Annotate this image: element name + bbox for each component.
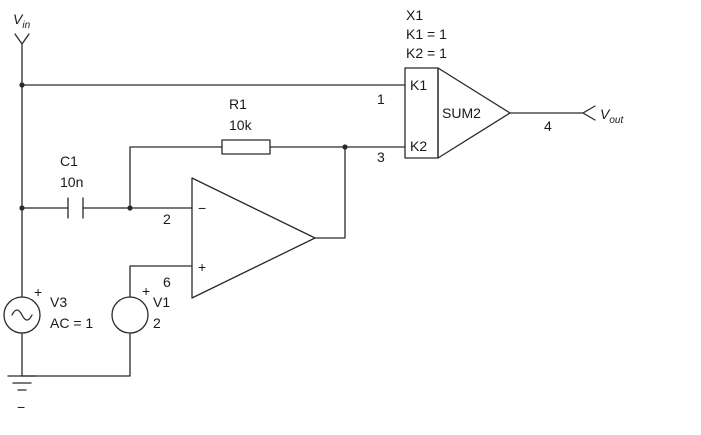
sine-wave-icon [11, 309, 33, 321]
vout-port: Vout [582, 105, 624, 126]
opamp-triangle [191, 177, 316, 299]
vout-port-icon [582, 105, 596, 121]
junction-dot [19, 82, 25, 88]
v1-value: 2 [153, 315, 161, 331]
capacitor-c1: C1 10n [60, 153, 84, 219]
capacitor-value: 10n [60, 174, 83, 190]
ac-source-icon [3, 296, 41, 334]
junctions [19, 82, 348, 211]
node-labels: 1 2 3 4 6 [163, 91, 552, 290]
wire-node6-to-v1 [129, 265, 193, 298]
resistor-ref: R1 [229, 96, 247, 112]
wires [21, 43, 584, 377]
summer-triangle [437, 67, 511, 159]
summer-pin-k1: K1 [410, 77, 427, 93]
junction-dot [127, 205, 133, 211]
summer-param-k2: K2 = 1 [406, 45, 447, 61]
resistor-r1: R1 10k [221, 96, 271, 155]
v1-ref: V1 [153, 294, 170, 310]
wire-v1-to-ground [21, 332, 131, 377]
v3-value: AC = 1 [50, 315, 93, 331]
vin-port-icon [14, 33, 30, 45]
source-v3: + V3 AC = 1 [3, 284, 93, 334]
summer-param-k1: K1 = 1 [406, 26, 447, 42]
node-2-label: 2 [163, 211, 171, 227]
source-v1: + V1 2 [111, 283, 170, 334]
dc-source-icon [111, 296, 149, 334]
node-6-label: 6 [163, 274, 171, 290]
node-1-label: 1 [377, 91, 385, 107]
v3-ref: V3 [50, 294, 67, 310]
junction-dot [19, 205, 25, 211]
opamp: − + [191, 177, 316, 299]
wire-opamp-out-node3 [314, 146, 346, 239]
capacitor-ref: C1 [60, 153, 78, 169]
node-4-label: 4 [544, 118, 552, 134]
opamp-inverting-sign: − [198, 200, 206, 216]
resistor-icon [221, 139, 271, 155]
resistor-value: 10k [229, 117, 253, 133]
ground-symbol: − [7, 375, 37, 415]
vout-label: Vout [600, 106, 624, 126]
vin-port: Vin [13, 11, 31, 45]
vin-label: Vin [13, 11, 31, 31]
summer-ref: X1 [406, 7, 423, 23]
v1-plus-sign: + [142, 283, 150, 299]
node-3-label: 3 [377, 149, 385, 165]
junction-dot [342, 144, 348, 150]
v3-plus-sign: + [34, 284, 42, 300]
wire-node2-to-r1 [129, 146, 223, 209]
summer-pin-k2: K2 [410, 138, 427, 154]
summer-block: X1 K1 = 1 K2 = 1 K1 K2 SUM2 [404, 7, 511, 159]
summer-name: SUM2 [442, 105, 481, 121]
ground-minus-sign: − [17, 399, 25, 415]
opamp-noninverting-sign: + [198, 259, 206, 275]
